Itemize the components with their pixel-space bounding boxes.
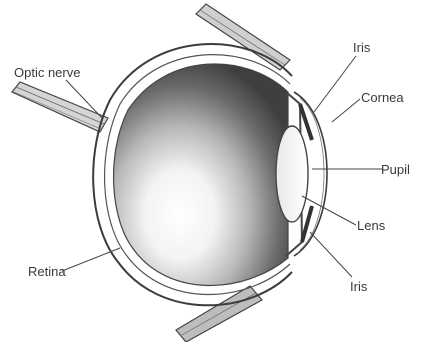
label-cornea: Cornea	[361, 90, 404, 105]
lens-shape	[276, 126, 308, 222]
label-optic-nerve: Optic nerve	[14, 65, 80, 80]
label-iris-top: Iris	[353, 40, 371, 55]
label-pupil: Pupil	[381, 162, 410, 177]
optic-nerve-shape	[12, 82, 108, 132]
label-lens: Lens	[357, 218, 386, 233]
muscle-top	[196, 4, 290, 70]
vitreous-body-shape	[114, 64, 288, 286]
label-retina: Retina	[28, 264, 66, 279]
label-iris-bottom: Iris	[350, 279, 368, 294]
